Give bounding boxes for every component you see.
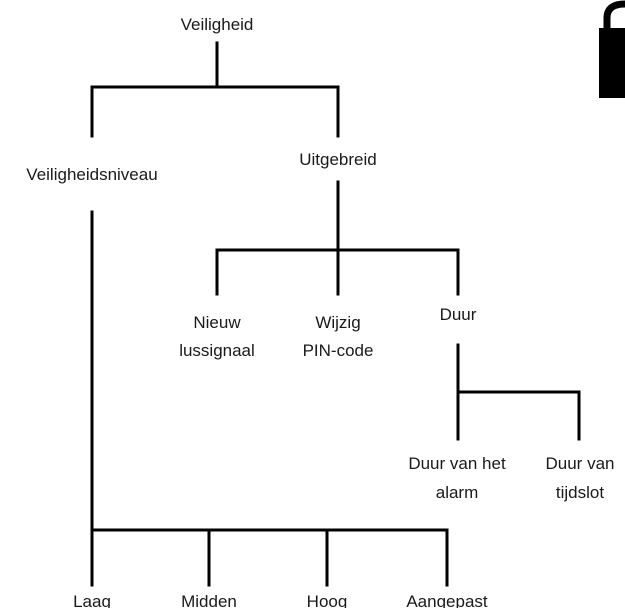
connector-uitgebreid [215,180,460,296]
node-veiligheidsniveau: Veiligheidsniveau [26,165,157,184]
tree-connectors [90,41,581,587]
node-duur-van-tijdslot-line2: tijdslot [556,483,604,502]
connector-duur [456,343,581,441]
node-duur: Duur [440,305,477,324]
padlock-icon [599,0,625,98]
node-duur-van-het-alarm-line1: Duur van het [408,454,506,473]
connector-veiligheidsniveau [90,210,449,587]
node-wijzig-pin-code: Wijzig PIN-code [303,313,374,360]
node-aangepast: Aangepast [406,592,488,608]
node-duur-van-tijdslot: Duur van tijdslot [546,454,615,502]
node-veiligheid: Veiligheid [181,15,254,34]
node-nieuw-lussignaal: Nieuw lussignaal [179,313,255,360]
node-uitgebreid: Uitgebreid [299,150,377,169]
node-nieuw-lussignaal-line2: lussignaal [179,341,255,360]
node-duur-van-het-alarm-line2: alarm [436,483,479,502]
node-duur-van-het-alarm: Duur van het alarm [408,454,506,502]
node-duur-van-tijdslot-line1: Duur van [546,454,615,473]
node-laag: Laag [73,592,111,608]
node-nieuw-lussignaal-line1: Nieuw [193,313,241,332]
node-midden: Midden [181,592,237,608]
node-wijzig-pin-code-line1: Wijzig [315,313,360,332]
connector-root [90,41,340,138]
node-wijzig-pin-code-line2: PIN-code [303,341,374,360]
node-hoog: Hoog [307,592,348,608]
